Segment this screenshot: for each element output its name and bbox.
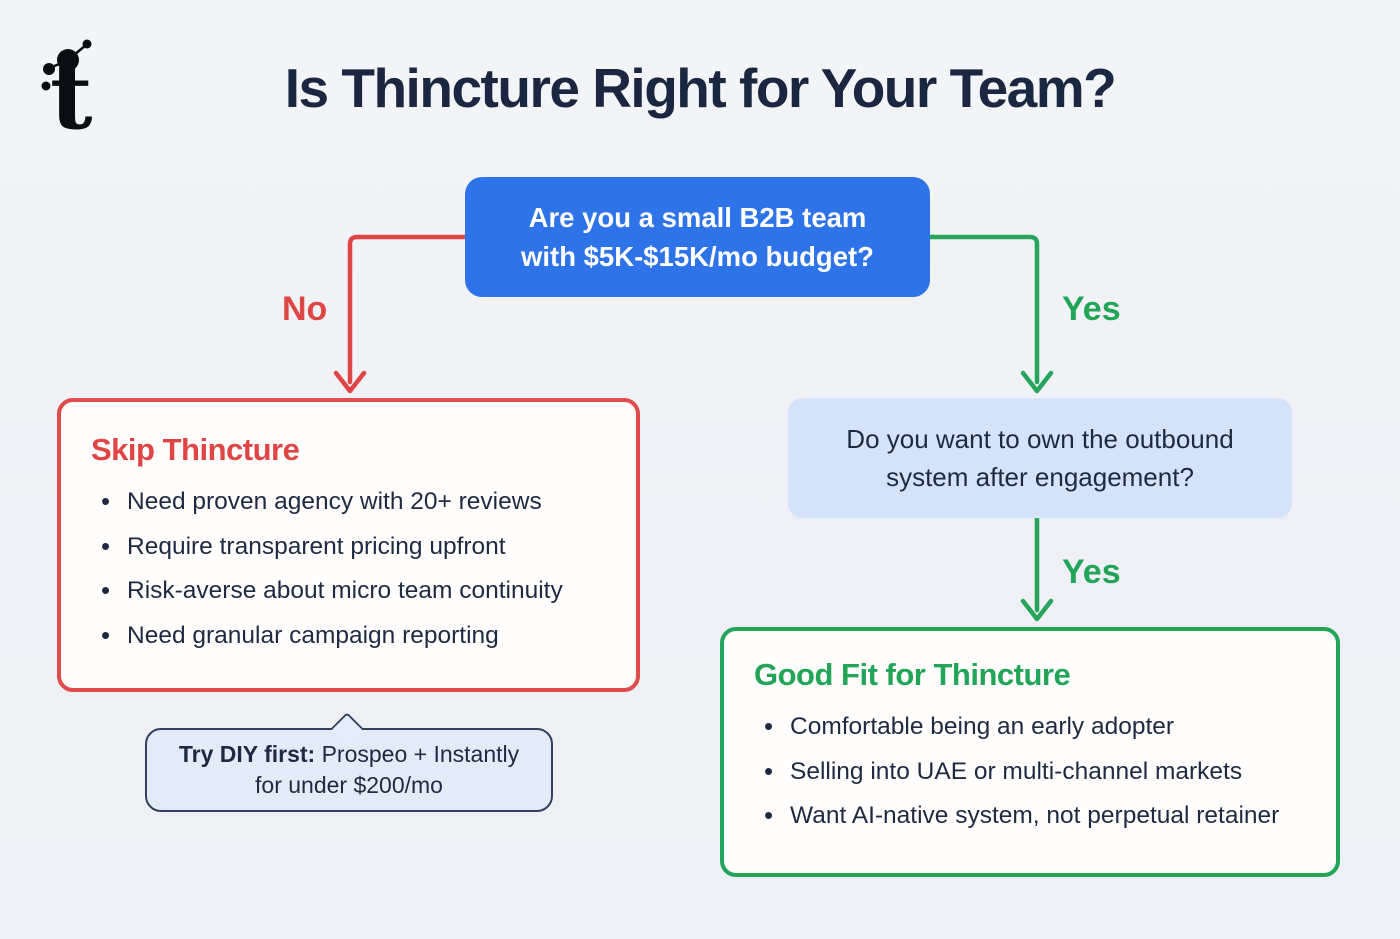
list-item: Want AI-native system, not perpetual ret… (754, 800, 1312, 831)
skip-thincture-list: Need proven agency with 20+ reviews Requ… (91, 486, 612, 651)
list-item: Comfortable being an early adopter (754, 711, 1312, 742)
skip-thincture-box: Skip Thincture Need proven agency with 2… (57, 398, 640, 692)
ownership-question-box: Do you want to own the outbound system a… (788, 398, 1292, 518)
skip-thincture-title: Skip Thincture (91, 432, 300, 467)
list-item: Need proven agency with 20+ reviews (91, 486, 612, 517)
no-branch-arrow (333, 234, 468, 394)
list-item: Require transparent pricing upfront (91, 531, 612, 562)
root-question-line1: Are you a small B2B team (528, 202, 867, 233)
ownership-question-line2: system after engagement? (886, 462, 1194, 492)
logo-molecule-icon (41, 39, 92, 91)
yes-branch-label: Yes (1062, 290, 1121, 328)
list-item: Need granular campaign reporting (91, 620, 612, 651)
yes-branch-label-2: Yes (1062, 553, 1121, 591)
thincture-logo: t (38, 36, 122, 142)
list-item: Risk-averse about micro team continuity (91, 575, 612, 606)
no-branch-label: No (282, 290, 328, 328)
callout-line2: for under $200/mo (255, 772, 443, 798)
callout-line1-rest: Prospeo + Instantly (315, 741, 520, 767)
page-title: Is Thincture Right for Your Team? (284, 57, 1117, 119)
list-item: Selling into UAE or multi-channel market… (754, 756, 1312, 787)
diy-callout: Try DIY first: Prospeo + Instantly for u… (145, 712, 553, 812)
good-fit-list: Comfortable being an early adopter Selli… (754, 711, 1312, 831)
ownership-question-line1: Do you want to own the outbound (846, 424, 1234, 454)
callout-line1: Try DIY first: Prospeo + Instantly (179, 739, 519, 770)
yes-branch-arrow (927, 234, 1054, 394)
yes-branch-arrow-2 (1020, 515, 1054, 622)
root-question-box: Are you a small B2B team with $5K-$15K/m… (465, 177, 930, 297)
root-question-line2: with $5K-$15K/mo budget? (521, 241, 874, 272)
callout-lead: Try DIY first: (178, 741, 316, 767)
good-fit-title: Good Fit for Thincture (754, 657, 1071, 692)
good-fit-box: Good Fit for Thincture Comfortable being… (720, 627, 1340, 877)
